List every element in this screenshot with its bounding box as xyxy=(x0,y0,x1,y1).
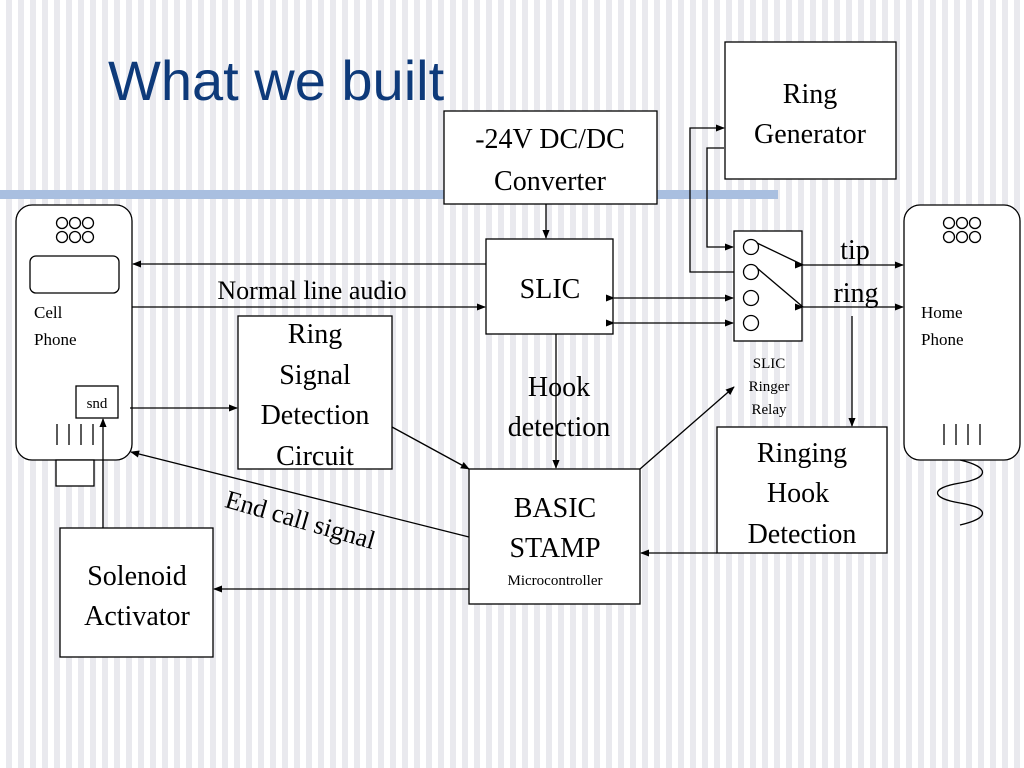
ring-detect-label-3: Detection xyxy=(261,400,370,431)
slic-ringer-relay: SLIC Ringer Relay xyxy=(733,230,804,418)
home-phone: Home Phone xyxy=(903,204,1021,526)
arrow-ring-detect-to-stamp xyxy=(391,426,470,470)
relay-switch-arm-1 xyxy=(756,242,804,266)
slic-block: SLIC xyxy=(485,238,614,335)
coiled-cord-icon xyxy=(937,459,983,526)
ring-signal-detection-block: Ring Signal Detection Circuit xyxy=(237,315,393,472)
dcdc-converter-block: -24V DC/DC Converter xyxy=(443,110,658,205)
relay-switch-arm-2 xyxy=(756,267,804,308)
cell-phone-speaker-icon xyxy=(56,424,94,445)
home-phone-speaker-icon xyxy=(943,424,981,445)
cell-phone-screen xyxy=(29,255,120,294)
hook-detection-label-1: Hook xyxy=(528,372,590,403)
cell-phone-connector xyxy=(55,459,95,487)
normal-line-audio-label: Normal line audio xyxy=(217,276,406,305)
snd-box xyxy=(75,385,119,419)
relay-contact-3 xyxy=(742,289,760,307)
converter-label-1: -24V DC/DC xyxy=(475,124,625,155)
stamp-label-3: Microcontroller xyxy=(508,573,603,589)
cell-phone-keypad-icon xyxy=(55,216,95,244)
basic-stamp-block: BASIC STAMP Microcontroller xyxy=(468,468,641,605)
ringing-hook-detection-block: Ringing Hook Detection xyxy=(716,426,888,554)
solenoid-label-1: Solenoid xyxy=(87,561,187,592)
relay-contact-1 xyxy=(742,238,760,256)
hook-detect-label-1: Ringing xyxy=(757,438,847,469)
hook-detect-label-3: Detection xyxy=(748,519,857,550)
ring-generator-block: Ring Generator xyxy=(724,41,897,180)
cell-phone-label-1: Cell xyxy=(34,303,63,322)
ring-detect-label-4: Circuit xyxy=(276,441,354,472)
solenoid-label-2: Activator xyxy=(84,601,190,632)
tip-label: tip xyxy=(840,235,870,266)
ring-label: ring xyxy=(833,278,878,309)
relay-label-1: SLIC xyxy=(753,356,786,372)
arrow-generator-to-relay xyxy=(706,147,734,251)
hook-detection-label-2: detection xyxy=(508,412,611,443)
relay-contact-2 xyxy=(742,263,760,281)
slic-label: SLIC xyxy=(520,274,581,305)
relay-contact-4 xyxy=(742,314,760,332)
cell-phone: Cell Phone snd xyxy=(15,204,133,487)
relay-label-3: Relay xyxy=(752,402,787,418)
stamp-label-1: BASIC xyxy=(514,493,596,524)
relay-label-2: Ringer xyxy=(749,379,790,395)
arrow-stamp-to-cell xyxy=(130,450,470,538)
solenoid-activator-block: Solenoid Activator xyxy=(59,527,214,658)
arrow-relay-to-generator-1 xyxy=(689,124,734,273)
snd-label: snd xyxy=(87,396,108,412)
home-phone-label-1: Home xyxy=(921,303,963,322)
page-title: What we built xyxy=(108,49,445,112)
connections xyxy=(99,124,904,593)
stamp-label-2: STAMP xyxy=(509,533,600,564)
ring-generator-label-1: Ring xyxy=(783,79,837,110)
converter-label-2: Converter xyxy=(494,166,607,197)
ring-generator-label-2: Generator xyxy=(754,119,867,150)
ring-detect-label-1: Ring xyxy=(288,319,342,350)
hook-detect-label-2: Hook xyxy=(767,478,829,509)
home-phone-keypad-icon xyxy=(942,216,982,244)
title-accent-line xyxy=(0,190,778,199)
home-phone-label-2: Phone xyxy=(921,330,964,349)
arrow-stamp-to-relay xyxy=(639,386,735,470)
cell-phone-label-2: Phone xyxy=(34,330,77,349)
ring-detect-label-2: Signal xyxy=(279,360,351,391)
